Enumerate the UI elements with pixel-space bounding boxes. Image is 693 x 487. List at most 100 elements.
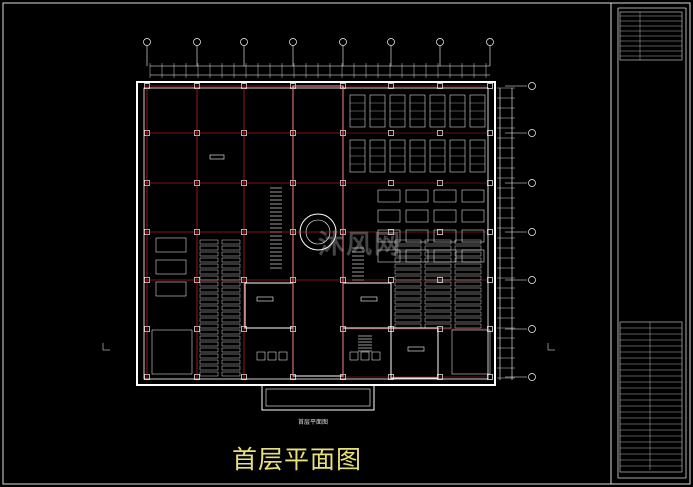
axis-bubble [436, 38, 444, 46]
shelf-row [221, 251, 241, 257]
shelf-row [221, 359, 241, 365]
dimension-lines [102, 63, 555, 380]
shelf-row [199, 353, 219, 359]
shelf-row [221, 329, 241, 335]
shelf-row [424, 323, 452, 329]
shelf-row [394, 281, 422, 287]
shelf-row [221, 281, 241, 287]
room-lower-right [390, 327, 439, 379]
shelf-row [454, 317, 482, 323]
shelf-row [454, 299, 482, 305]
shelf-row [424, 305, 452, 311]
room-label-bar [256, 296, 274, 302]
entrance-porch [261, 384, 375, 411]
reading-table [155, 259, 187, 275]
axis-bubble [143, 38, 151, 46]
shelf-row [394, 251, 422, 257]
restroom-right [451, 329, 491, 375]
axis-bubble [339, 38, 347, 46]
room-right-core [342, 282, 392, 329]
table-group [377, 229, 401, 243]
lounge-chair [256, 351, 266, 361]
title-block-bottom-table [619, 321, 683, 473]
shelf-row [424, 317, 452, 323]
shelf-row [454, 245, 482, 251]
shelf-row [394, 299, 422, 305]
lounge-chair [349, 351, 359, 361]
shelf-row [454, 293, 482, 299]
shelf-row [199, 371, 219, 377]
shelf-row [199, 323, 219, 329]
shelf-row [424, 239, 452, 245]
shelf-row [221, 275, 241, 281]
lounge-chair [360, 351, 370, 361]
shelf-row [394, 269, 422, 275]
shelf-row [394, 317, 422, 323]
shelf-row [221, 239, 241, 245]
shelf-row [424, 269, 452, 275]
shelf-row [454, 275, 482, 281]
shelf-row [199, 281, 219, 287]
shelf-row [221, 371, 241, 377]
axis-bubble [240, 38, 248, 46]
shelf-row [424, 275, 452, 281]
shelf-row [199, 359, 219, 365]
shelf-row [199, 275, 219, 281]
shelf-row [199, 299, 219, 305]
shelf-row [221, 353, 241, 359]
axis-bubble [193, 38, 201, 46]
watermark-text: 沐风网 [318, 230, 403, 260]
shelf-row [199, 269, 219, 275]
table-group [405, 189, 429, 203]
shelf-row [424, 299, 452, 305]
reading-table [155, 237, 187, 253]
table-group [433, 229, 457, 243]
shelf-row [424, 257, 452, 263]
room-label-bar [407, 346, 425, 352]
outer-wall [136, 81, 496, 386]
shelf-row [221, 293, 241, 299]
shelf-row [199, 335, 219, 341]
shelf-row [424, 245, 452, 251]
axis-bubble [387, 38, 395, 46]
axis-bubble [528, 82, 536, 90]
shelf-row [199, 347, 219, 353]
table-group [461, 209, 485, 223]
shelf-row [394, 275, 422, 281]
shelf-row [424, 251, 452, 257]
lounge-chair [267, 351, 277, 361]
shelf-row [394, 257, 422, 263]
shelf-row [454, 269, 482, 275]
axis-bubble [528, 179, 536, 187]
shelf-row [199, 317, 219, 323]
shelf-row [394, 323, 422, 329]
shelf-row [199, 305, 219, 311]
shelf-row [394, 305, 422, 311]
shelf-row [454, 251, 482, 257]
shelf-row [199, 251, 219, 257]
shelf-row [221, 365, 241, 371]
shelf-row [221, 245, 241, 251]
table-group [405, 209, 429, 223]
axis-bubble [486, 38, 494, 46]
shelf-row [394, 293, 422, 299]
shelf-row [199, 341, 219, 347]
table-group [377, 209, 401, 223]
room-left-core [244, 282, 294, 329]
shelf-row [424, 281, 452, 287]
shelf-row [199, 239, 219, 245]
shelf-row [454, 239, 482, 245]
shelf-row [424, 293, 452, 299]
shelf-row [221, 269, 241, 275]
shelf-row [199, 293, 219, 299]
shelf-row [394, 311, 422, 317]
shelf-row [424, 311, 452, 317]
shelf-row [454, 323, 482, 329]
scale-note: 首层平面图 [298, 419, 329, 426]
shelf-row [394, 245, 422, 251]
axis-bubble [528, 276, 536, 284]
axis-bubble [528, 325, 536, 333]
shelf-row [199, 311, 219, 317]
